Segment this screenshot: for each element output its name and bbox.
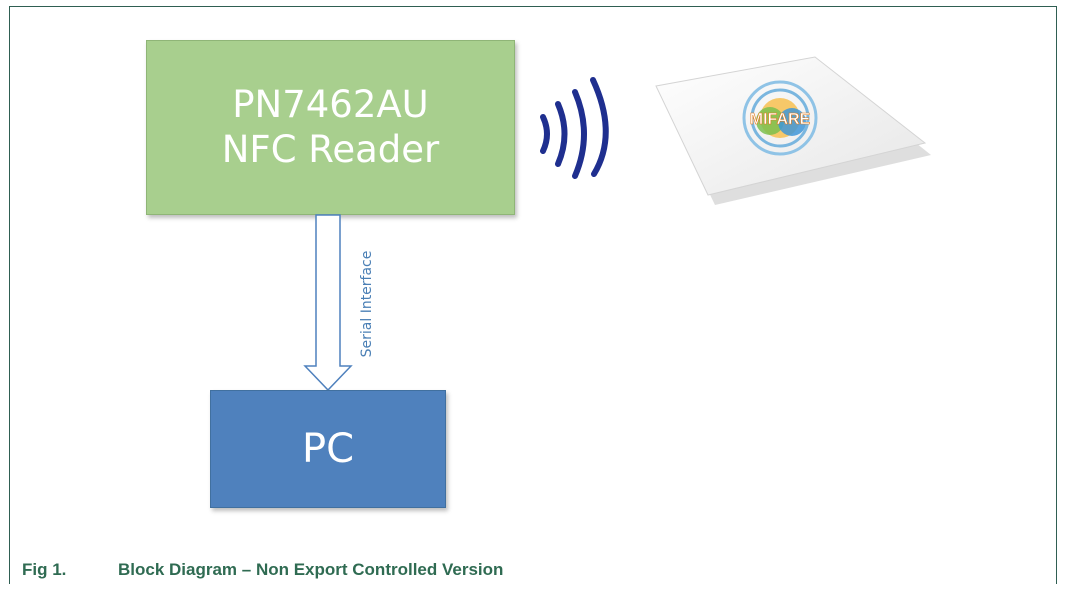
serial-interface-arrow (303, 214, 353, 392)
figure-frame (9, 6, 1057, 584)
figure-number: Fig 1. (22, 560, 67, 579)
reader-type-label: NFC Reader (221, 127, 440, 171)
mifare-logo-text: MIFARE (750, 111, 811, 128)
nfc-reader-block: PN7462AU NFC Reader (146, 40, 515, 215)
figure-caption: Fig 1. Block Diagram – Non Export Control… (22, 560, 503, 580)
reader-model-label: PN7462AU (232, 83, 429, 127)
pc-block: PC (210, 390, 446, 508)
figure-title: Block Diagram – Non Export Controlled Ve… (118, 560, 504, 579)
mifare-logo: MIFARE (742, 80, 818, 156)
nfc-waves-icon (540, 77, 609, 179)
pc-label: PC (301, 426, 355, 472)
